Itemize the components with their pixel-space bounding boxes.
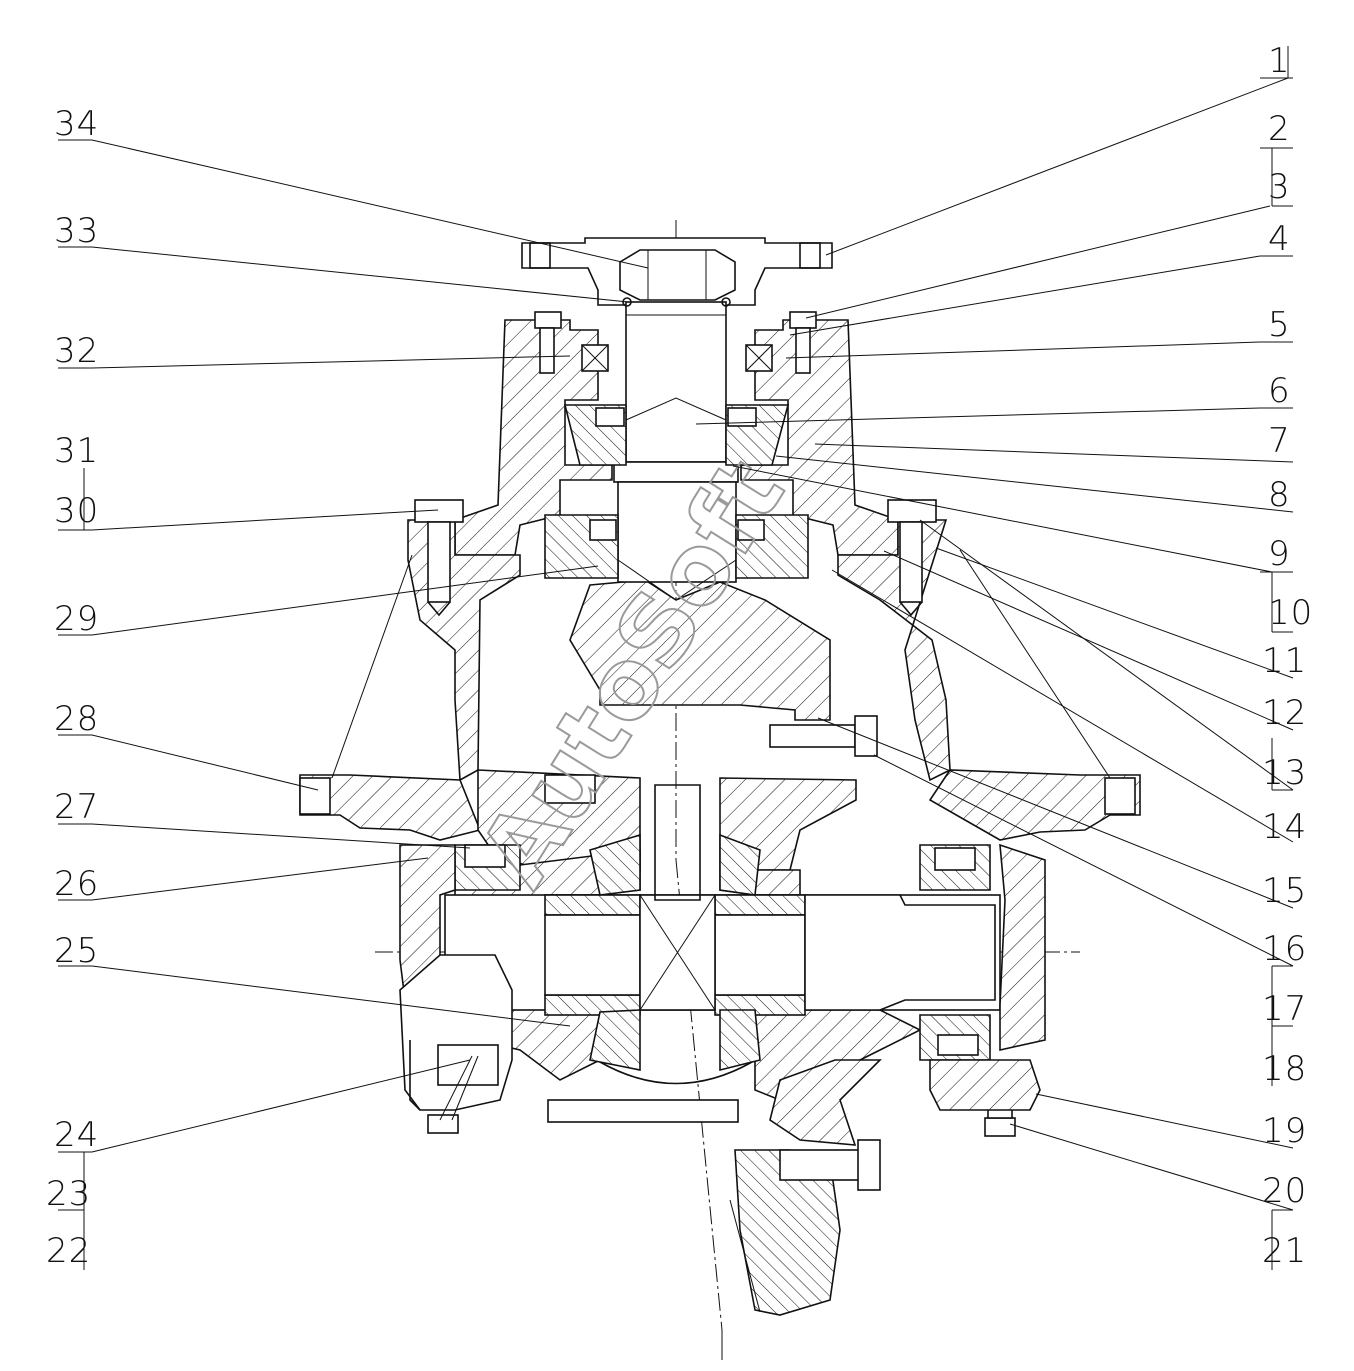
callout-10: 10: [1268, 593, 1313, 633]
callout-29: 29: [54, 599, 99, 639]
bolts: [299, 311, 1136, 1191]
callout-18: 18: [1262, 1049, 1307, 1089]
flange-links: [331, 549, 1111, 1360]
callout-2: 2: [1268, 109, 1291, 149]
callout-21: 21: [1262, 1231, 1307, 1271]
oil-seals: [581, 297, 773, 372]
callout-6: 6: [1268, 371, 1291, 411]
upper-bearing: [563, 404, 790, 466]
callout-4: 4: [1268, 219, 1291, 259]
callout-28: 28: [54, 699, 99, 739]
callout-27: 27: [54, 787, 99, 827]
pinion-shaft: [613, 301, 739, 601]
bevel-gears: [589, 784, 761, 1085]
bearing-caps: [399, 843, 1046, 1111]
callout-24: 24: [54, 1115, 99, 1155]
callout-14: 14: [1262, 807, 1307, 847]
callout-25: 25: [54, 931, 99, 971]
callout-19: 19: [1262, 1111, 1307, 1151]
callout-1: 1: [1268, 41, 1291, 81]
callout-3: 3: [1268, 167, 1291, 207]
side-bearings: [454, 844, 991, 1061]
callout-31: 31: [54, 431, 99, 471]
callout-7: 7: [1268, 421, 1291, 461]
callout-9: 9: [1268, 534, 1291, 574]
callout-33: 33: [54, 211, 99, 251]
callout-23: 23: [46, 1174, 91, 1214]
callout-5: 5: [1268, 305, 1291, 345]
callout-30: 30: [54, 491, 99, 531]
callout-8: 8: [1268, 475, 1291, 515]
callout-17: 17: [1262, 989, 1307, 1029]
input-flange: [521, 237, 833, 306]
ring-gear: [569, 579, 841, 1316]
callout-34: 34: [54, 104, 99, 144]
callout-12: 12: [1262, 693, 1307, 733]
callouts-left: 34 33 32 31 30 29 28 27 26 25: [46, 104, 649, 1271]
callout-22: 22: [46, 1231, 91, 1271]
callout-20: 20: [1262, 1171, 1307, 1211]
callout-26: 26: [54, 864, 99, 904]
lower-bearing: [544, 514, 809, 579]
callouts-right: 1 2 3 4 5 6 7 8 9 10 11: [695, 41, 1313, 1271]
callout-32: 32: [54, 331, 99, 371]
callout-16: 16: [1262, 929, 1307, 969]
